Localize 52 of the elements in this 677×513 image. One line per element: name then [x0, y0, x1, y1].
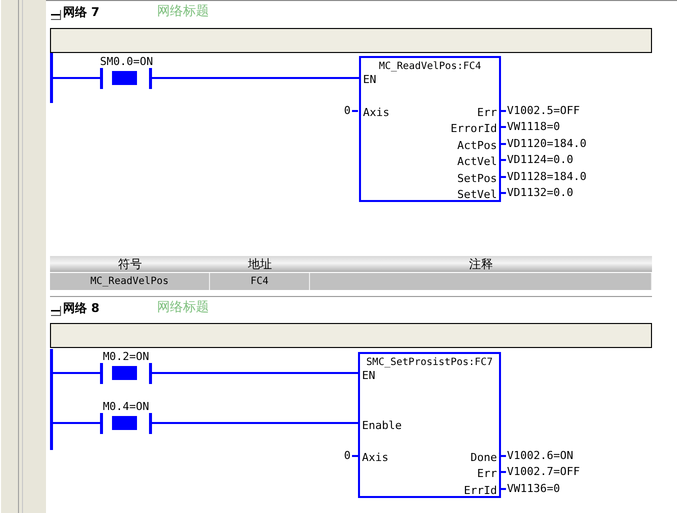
contact-symbol [100, 55, 152, 90]
pin-label: SetVel [457, 188, 497, 201]
output-value: VW1136=0 [507, 482, 560, 495]
pin-label: Err [477, 467, 497, 480]
wire [53, 422, 100, 424]
wire [152, 372, 358, 374]
pin-label: ErrorId [450, 122, 497, 135]
contact-address: M0.2=ON [102, 350, 150, 363]
pin-label: Err [477, 106, 497, 119]
output-value: VW1118=0 [507, 120, 560, 133]
power-rail [50, 53, 53, 103]
block-title: SMC_SetProsistPos:FC7 [365, 356, 494, 369]
input-value: 0 [344, 449, 351, 462]
pin-label: ActPos [457, 139, 497, 152]
wire [152, 77, 359, 79]
contact-symbol [100, 350, 152, 385]
pin-label: SetPos [457, 172, 497, 185]
table-cell: FC4 [210, 273, 310, 290]
table-cell: MC_ReadVelPos [50, 273, 210, 290]
pin-label: EN [363, 73, 376, 86]
pin-label: ActVel [457, 155, 497, 168]
pin-label: ErrId [464, 484, 497, 497]
table-header-cell: 地址 [210, 256, 310, 272]
output-value: VD1128=184.0 [507, 170, 586, 183]
output-value: VD1120=184.0 [507, 137, 586, 150]
contact-address: M0.4=ON [102, 400, 150, 413]
pin-label: Enable [362, 419, 402, 432]
network-title: 网络标题 [157, 301, 209, 314]
contact-symbol [100, 400, 152, 435]
power-rail [50, 349, 53, 450]
contact-address: SM0.0=ON [100, 55, 152, 68]
network-number: 网络 7 [63, 6, 100, 19]
pin-label: Axis [363, 106, 390, 119]
output-value: VD1132=0.0 [507, 186, 574, 199]
wire [53, 77, 100, 79]
output-value: V1002.7=OFF [507, 465, 580, 478]
network-title: 网络标题 [157, 5, 209, 18]
pin-label: Done [470, 451, 497, 464]
wire [53, 372, 100, 374]
table-header-cell: 注释 [310, 256, 652, 272]
input-value: 0 [344, 104, 351, 117]
pin-label: Axis [362, 451, 388, 464]
wire [152, 422, 358, 424]
output-value: V1002.6=ON [507, 449, 574, 462]
function-block [358, 352, 501, 498]
output-value: V1002.5=OFF [507, 104, 580, 117]
function-block [359, 56, 501, 202]
pin-label: EN [362, 369, 376, 382]
output-value: VD1124=0.0 [507, 153, 574, 166]
block-title: MC_ReadVelPos:FC4 [378, 60, 482, 73]
table-header-cell: 符号 [50, 256, 210, 272]
network-number: 网络 8 [63, 302, 100, 315]
